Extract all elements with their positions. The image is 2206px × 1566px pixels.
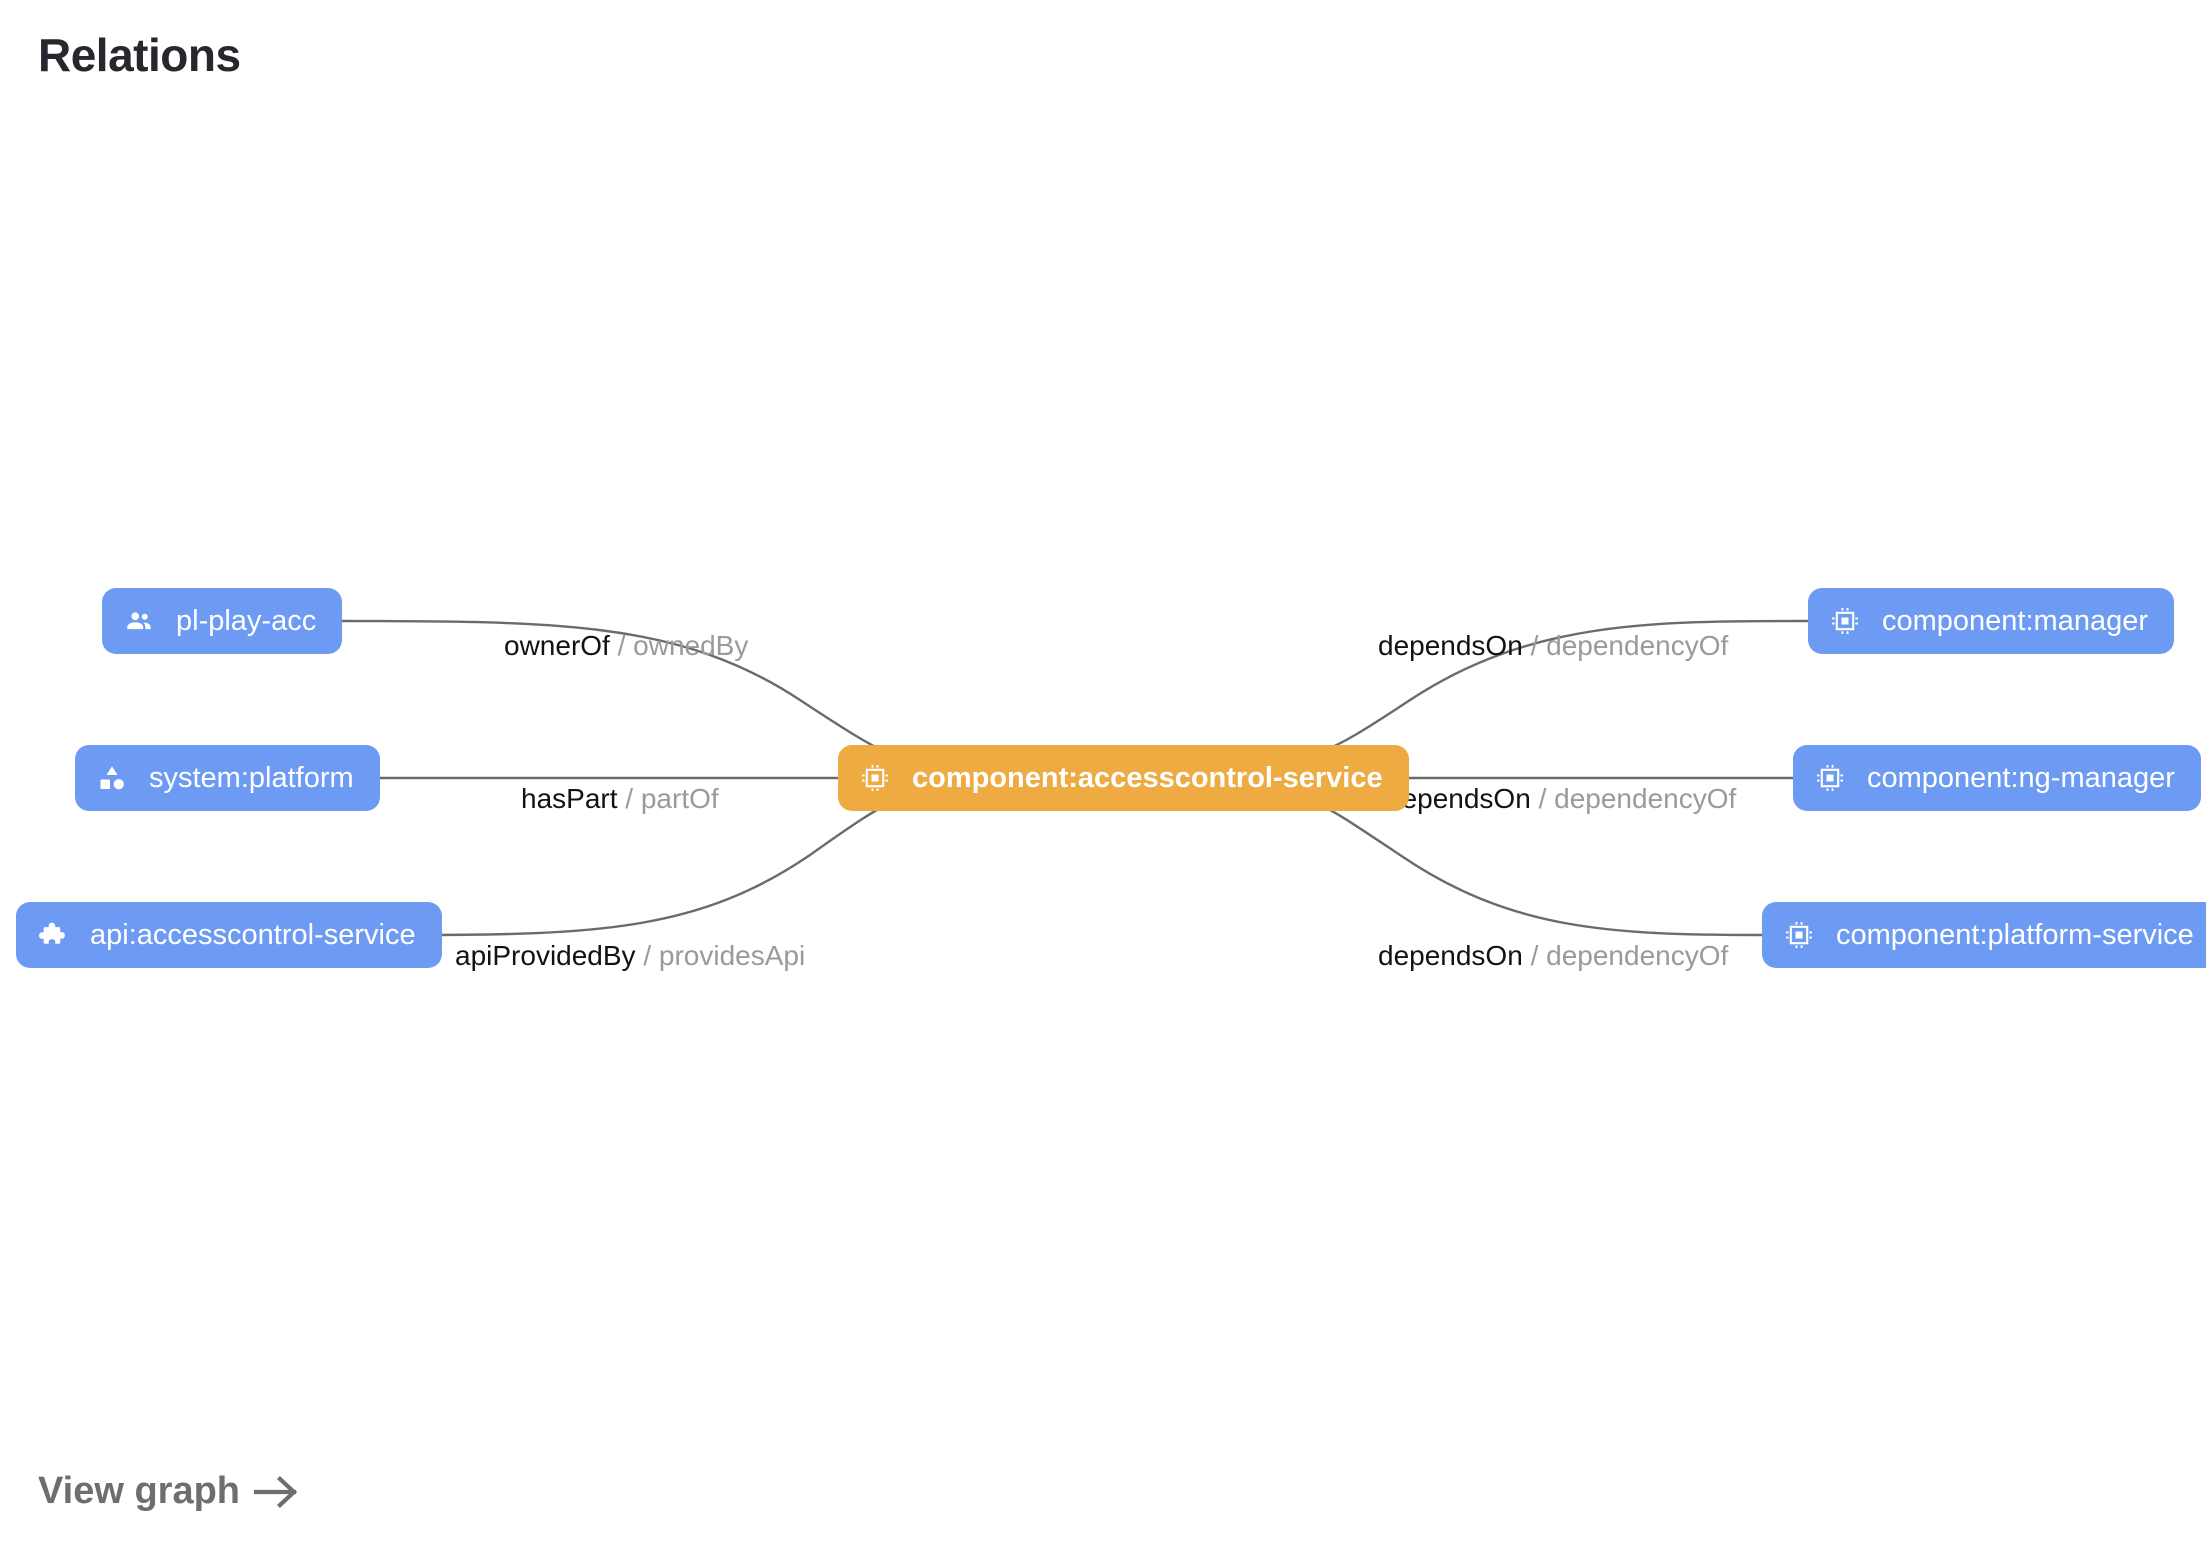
view-graph-label: View graph xyxy=(38,1470,241,1512)
edge-label-apiprovidedby: apiProvidedBy / providesApi xyxy=(455,942,805,970)
relation-forward: dependsOn xyxy=(1378,940,1523,971)
category-shapes-icon xyxy=(97,763,127,793)
graph-node-component-ng-manager[interactable]: component:ng-manager xyxy=(1793,745,2201,811)
graph-node-label: component:manager xyxy=(1882,604,2148,637)
memory-chip-icon xyxy=(1815,763,1845,793)
edge-label-dependson-manager: dependsOn / dependencyOf xyxy=(1378,632,1728,660)
edge-depends-1 xyxy=(1319,619,1809,754)
relation-reverse: dependencyOf xyxy=(1546,940,1729,971)
edge-label-ownerof: ownerOf / ownedBy xyxy=(504,632,748,660)
relation-separator: / xyxy=(617,630,626,661)
graph-node-label: pl-play-acc xyxy=(176,604,317,637)
memory-chip-icon xyxy=(1830,606,1860,636)
relation-reverse: partOf xyxy=(640,783,719,814)
graph-node-api-accesscontrol-service[interactable]: api:accesscontrol-service xyxy=(16,902,442,968)
relation-separator: / xyxy=(1530,630,1539,661)
graph-node-component-manager[interactable]: component:manager xyxy=(1808,588,2174,654)
edge-depends-3 xyxy=(1317,802,1763,937)
graph-node-component-platform-service[interactable]: component:platform-service xyxy=(1762,902,2206,968)
relation-separator: / xyxy=(643,940,652,971)
memory-chip-icon xyxy=(1784,920,1814,950)
memory-chip-icon xyxy=(860,763,890,793)
relation-reverse: dependencyOf xyxy=(1554,783,1737,814)
relation-separator: / xyxy=(1538,783,1547,814)
edge-label-dependson-ng-manager: dependsOn / dependencyOf xyxy=(1386,785,1736,813)
edge-label-dependson-platform-service: dependsOn / dependencyOf xyxy=(1378,942,1728,970)
relation-forward: dependsOn xyxy=(1378,630,1523,661)
view-graph-link[interactable]: View graph xyxy=(38,1470,300,1513)
relation-forward: apiProvidedBy xyxy=(455,940,636,971)
graph-node-label: component:ng-manager xyxy=(1867,761,2175,794)
relation-forward: ownerOf xyxy=(504,630,610,661)
edge-ownerof xyxy=(325,619,887,754)
group-people-icon xyxy=(124,606,154,636)
arrow-right-icon xyxy=(254,1474,300,1510)
graph-node-pl-play-acc[interactable]: pl-play-acc xyxy=(102,588,343,654)
relation-separator: / xyxy=(625,783,634,814)
graph-node-label: component:accesscontrol-service xyxy=(912,761,1383,794)
page-title: Relations xyxy=(38,29,241,81)
relation-reverse: providesApi xyxy=(658,940,806,971)
graph-node-label: component:platform-service xyxy=(1836,918,2194,951)
graph-node-center-accesscontrol-service[interactable]: component:accesscontrol-service xyxy=(838,745,1409,811)
relations-graph: ownerOf / ownedBy hasPart / partOf apiPr… xyxy=(16,588,2206,970)
relation-reverse: ownedBy xyxy=(633,630,749,661)
relation-forward: hasPart xyxy=(521,783,618,814)
puzzle-piece-icon xyxy=(38,920,68,950)
graph-node-system-platform[interactable]: system:platform xyxy=(75,745,380,811)
graph-node-label: system:platform xyxy=(149,761,354,794)
relation-separator: / xyxy=(1530,940,1539,971)
graph-node-label: api:accesscontrol-service xyxy=(90,918,416,951)
edge-label-haspart: hasPart / partOf xyxy=(521,785,719,813)
edge-apiprovided xyxy=(409,802,889,937)
relation-forward: dependsOn xyxy=(1386,783,1531,814)
edge-layer xyxy=(325,619,1809,937)
relation-reverse: dependencyOf xyxy=(1546,630,1729,661)
